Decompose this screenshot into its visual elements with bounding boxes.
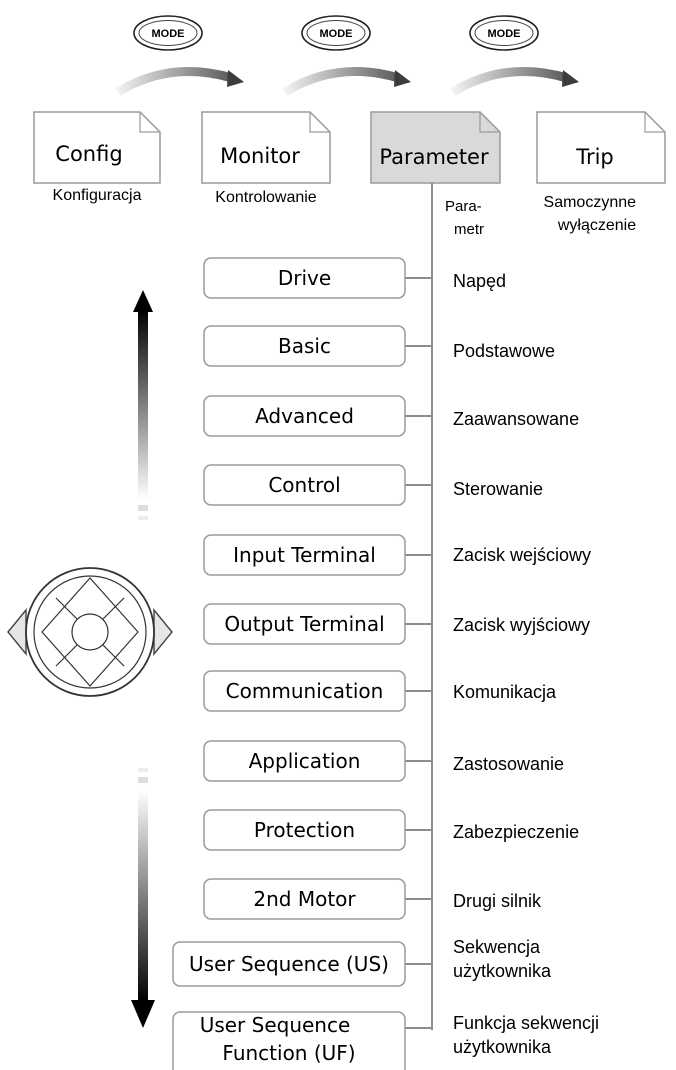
mode-key-label: MODE xyxy=(488,28,521,40)
mode-translation: Para- metr xyxy=(445,198,486,238)
mode-tab-monitor[interactable]: Monitor xyxy=(201,111,331,184)
parameter-group-label: Drive xyxy=(278,266,331,290)
parameter-group-button[interactable]: Application xyxy=(203,740,406,782)
parameter-group-translation: Zacisk wyjściowy xyxy=(453,615,590,635)
mode-key-icon[interactable]: MODE xyxy=(301,15,371,51)
mode-tab-config[interactable]: Config xyxy=(33,111,161,184)
parameter-group-label: Output Terminal xyxy=(224,612,384,636)
parameter-group-label: Function (UF) xyxy=(222,1041,355,1065)
mode-tab-trip[interactable]: Trip xyxy=(536,111,666,184)
parameter-group-button[interactable]: Output Terminal xyxy=(203,603,406,645)
mode-key-icon[interactable]: MODE xyxy=(133,15,203,51)
parameter-group-label: Protection xyxy=(254,818,355,842)
parameter-group-button[interactable]: Basic xyxy=(203,325,406,367)
parameter-group-translation: Sekwencja xyxy=(453,937,541,957)
mode-tab-label: Parameter xyxy=(379,145,489,169)
parameter-group-label: Control xyxy=(268,473,340,497)
curved-arrow-icon xyxy=(115,67,244,96)
curved-arrow-icon xyxy=(450,67,579,96)
mode-key-label: MODE xyxy=(320,28,353,40)
mode-tab-parameter[interactable]: Parameter xyxy=(370,111,501,184)
mode-translation: Samoczynne wyłączenie xyxy=(544,194,641,234)
parameter-group-label: Application xyxy=(249,749,361,773)
parameter-group-button[interactable]: Input Terminal xyxy=(203,534,406,576)
parameter-group-translation: Komunikacja xyxy=(453,682,557,702)
parameter-group-translation: Drugi silnik xyxy=(453,891,542,911)
parameter-group-translation: Napęd xyxy=(453,271,506,291)
mode-key-label: MODE xyxy=(152,28,185,40)
parameter-group-label: Advanced xyxy=(255,404,354,428)
parameter-group-button[interactable]: 2nd Motor xyxy=(203,878,406,920)
parameter-group-label: Communication xyxy=(226,679,384,703)
mode-key-icon[interactable]: MODE xyxy=(469,15,539,51)
mode-tab-label: Trip xyxy=(575,145,614,169)
parameter-group-label: User Sequence (US) xyxy=(189,952,389,976)
parameter-group-translation: Sterowanie xyxy=(453,479,543,499)
parameter-group-label: User Sequence xyxy=(200,1013,351,1037)
mode-translation: Kontrolowanie xyxy=(215,189,317,206)
parameter-group-button[interactable]: Advanced xyxy=(203,395,406,437)
parameter-group-translation: Zabezpieczenie xyxy=(453,822,579,842)
mode-translation: Konfiguracja xyxy=(53,187,142,204)
parameter-group-label: 2nd Motor xyxy=(253,887,356,911)
curved-arrow-icon xyxy=(282,67,411,96)
parameter-group-button[interactable]: User Sequence (US) xyxy=(172,941,406,987)
parameter-group-button[interactable]: Protection xyxy=(203,809,406,851)
navigation-key-icon[interactable] xyxy=(7,567,173,697)
parameter-group-translation: Zaawansowane xyxy=(453,409,579,429)
parameter-group-button[interactable]: Communication xyxy=(203,670,406,712)
down-arrow-icon xyxy=(131,768,155,1028)
parameter-group-translation: użytkownika xyxy=(453,1037,552,1057)
parameter-group-label: Input Terminal xyxy=(233,543,376,567)
parameter-group-translation: Zacisk wejściowy xyxy=(453,545,591,565)
mode-tab-label: Monitor xyxy=(220,144,300,168)
parameter-group-button[interactable]: Control xyxy=(203,464,406,506)
parameter-group-button[interactable]: Drive xyxy=(203,257,406,299)
mode-tab-label: Config xyxy=(55,142,122,166)
up-arrow-icon xyxy=(133,290,153,520)
parameter-group-translation: Zastosowanie xyxy=(453,754,564,774)
parameter-group-label: Basic xyxy=(278,334,331,358)
parameter-group-translation: użytkownika xyxy=(453,961,552,981)
parameter-group-translation: Podstawowe xyxy=(453,341,555,361)
parameter-group-translation: Funkcja sekwencji xyxy=(453,1013,599,1033)
